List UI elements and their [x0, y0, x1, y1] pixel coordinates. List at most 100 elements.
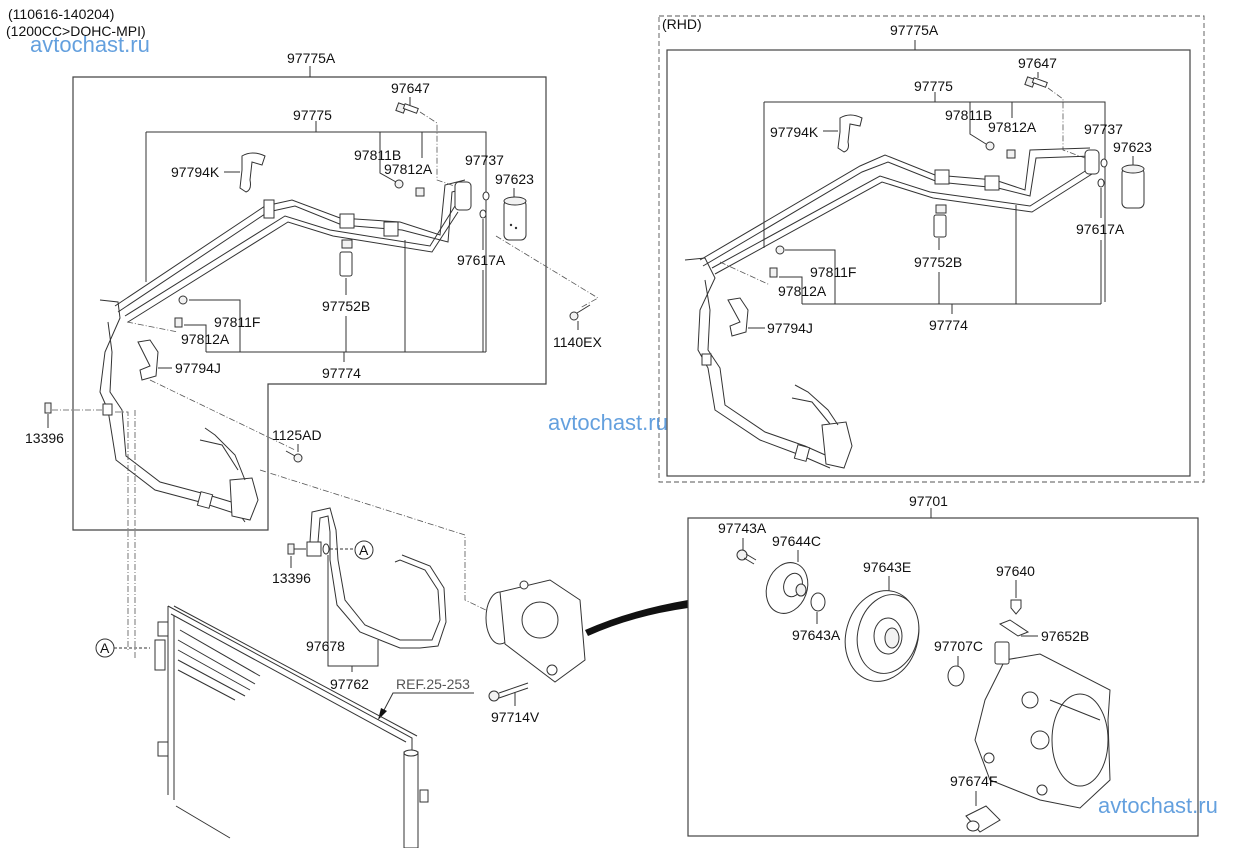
fitting-icon-97812A-low-rhd: [769, 267, 778, 278]
fitting-icon-97812A: [415, 187, 425, 197]
label-1125AD[interactable]: 1125AD: [272, 427, 322, 443]
label-97743A[interactable]: 97743A: [718, 520, 767, 536]
label-97794K[interactable]: 97794K: [171, 164, 220, 180]
middle-hose-group: 13396 A 97678 97762 REF.25-253: [272, 507, 688, 725]
assembly-box-97775A-rhd: [666, 49, 1191, 477]
label-97794J[interactable]: 97794J: [175, 360, 221, 376]
left-hose-group: 97775A 97775 97647 97811B 97812A 97737 9…: [25, 50, 602, 660]
watermark-bottom-right: avtochast.ru: [1098, 793, 1218, 818]
label-13396-a[interactable]: 13396: [25, 430, 64, 446]
label-97617A-rhd[interactable]: 97617A: [1076, 221, 1125, 237]
label-97811F[interactable]: 97811F: [214, 314, 260, 330]
receiver-drier-icon: [503, 196, 527, 241]
bolt-icon-97647-rhd: [1024, 76, 1048, 88]
label-97623-rhd[interactable]: 97623: [1113, 139, 1152, 155]
label-97643E[interactable]: 97643E: [863, 559, 911, 575]
label-97762[interactable]: 97762: [330, 676, 369, 692]
bolt-icon-1125AD: [285, 450, 303, 463]
shaft-seal-icon-97707C: [947, 665, 965, 687]
bracket-icon-97652B: [998, 619, 1030, 637]
bolt-icon-1140EX: [569, 304, 591, 321]
pressure-switch-icon-97752B: [339, 239, 353, 277]
label-97714V[interactable]: 97714V: [491, 709, 540, 725]
discharge-hose-icon: [99, 299, 259, 523]
clutch-hub-icon: [765, 562, 809, 614]
suction-hose-icon: [306, 507, 447, 649]
label-97812A-top-rhd[interactable]: 97812A: [988, 119, 1037, 135]
nut-icon-97811F-rhd: [775, 245, 785, 255]
plug-icon-13396-a: [44, 402, 52, 414]
discharge-hose-icon-rhd: [684, 257, 853, 469]
label-97794J-rhd[interactable]: 97794J: [767, 320, 813, 336]
label-97644C[interactable]: 97644C: [772, 533, 821, 549]
rhd-hose-group: (RHD) 97775A 97775 97647 97811B 97812A 9…: [658, 15, 1205, 483]
o-ring-icon-97737: [482, 191, 490, 201]
engine-label: (1200CC>DOHC-MPI): [6, 23, 146, 39]
label-97775-rhd[interactable]: 97775: [914, 78, 953, 94]
screw-icon-97640: [1010, 599, 1022, 615]
assembly-box-97701: [687, 517, 1199, 837]
label-97647[interactable]: 97647: [391, 80, 430, 96]
watermark-top-left: avtochast.ru: [30, 32, 150, 57]
condenser-group: A: [95, 605, 429, 848]
label-97775A[interactable]: 97775A: [287, 50, 336, 66]
bracket-icon-97794J-rhd: [727, 297, 749, 337]
label-13396-b[interactable]: 13396: [272, 570, 311, 586]
label-97707C[interactable]: 97707C: [934, 638, 983, 654]
block-fitting-icon: [454, 181, 472, 211]
callout-arrow-icon: [585, 600, 688, 636]
bracket-97775-rhd: [763, 101, 1106, 302]
fitting-icon-97812A-rhd: [1006, 149, 1016, 159]
label-97774[interactable]: 97774: [322, 365, 361, 381]
label-97678[interactable]: 97678: [306, 638, 345, 654]
label-97701[interactable]: 97701: [909, 493, 948, 509]
label-97774-rhd[interactable]: 97774: [929, 317, 968, 333]
condenser-icon: [154, 605, 429, 848]
date-range-label: (110616-140204): [8, 6, 114, 22]
label-97811F-rhd[interactable]: 97811F: [810, 264, 856, 280]
label-97623[interactable]: 97623: [495, 171, 534, 187]
condenser-connector-a-label: A: [100, 640, 110, 656]
label-97811B[interactable]: 97811B: [354, 147, 401, 163]
assembly-box-97775A: [72, 76, 547, 531]
o-ring-icon-97617A: [479, 209, 487, 219]
o-ring-icon-97737-rhd: [1100, 158, 1108, 168]
label-97640[interactable]: 97640: [996, 563, 1035, 579]
label-97752B[interactable]: 97752B: [322, 298, 370, 314]
compressor-icon: [485, 579, 586, 683]
label-97812A-top[interactable]: 97812A: [384, 161, 433, 177]
pulley-icon: [844, 590, 920, 682]
plug-icon-13396-b: [287, 543, 295, 555]
fitting-icon-97812A-low: [174, 317, 183, 328]
watermark-center: avtochast.ru: [548, 410, 668, 435]
label-97775A-rhd[interactable]: 97775A: [890, 22, 939, 38]
label-97812A-low-rhd[interactable]: 97812A: [778, 283, 827, 299]
label-97652B[interactable]: 97652B: [1041, 628, 1089, 644]
label-97647-rhd[interactable]: 97647: [1018, 55, 1057, 71]
ac-hose-icon: [114, 179, 472, 323]
label-97752B-rhd[interactable]: 97752B: [914, 254, 962, 270]
clamp-icon-97794K: [239, 152, 266, 193]
connector-a-marker[interactable]: [354, 540, 374, 560]
label-ref-25-253[interactable]: REF.25-253: [396, 676, 470, 692]
compressor-parts-group: 97701 97743A 97644C 97643A 97643E 97707C: [687, 493, 1218, 837]
arrow-icon: [378, 708, 387, 720]
rhd-dashed-frame: [658, 15, 1205, 483]
label-97775[interactable]: 97775: [293, 107, 332, 123]
label-97617A[interactable]: 97617A: [457, 252, 506, 268]
label-97674F[interactable]: 97674F: [950, 773, 997, 789]
o-ring-icon-97617A-rhd: [1097, 178, 1105, 188]
label-97812A-low[interactable]: 97812A: [181, 331, 230, 347]
receiver-drier-icon-rhd: [1121, 164, 1145, 209]
label-97737[interactable]: 97737: [465, 152, 504, 168]
bracket-97775: [145, 131, 487, 352]
label-1140EX[interactable]: 1140EX: [553, 334, 602, 350]
label-97794K-rhd[interactable]: 97794K: [770, 124, 819, 140]
label-97737-rhd[interactable]: 97737: [1084, 121, 1123, 137]
snap-ring-icon-97643A: [810, 592, 826, 612]
label-97643A[interactable]: 97643A: [792, 627, 841, 643]
bolt-icon-97714V: [488, 682, 529, 702]
nut-icon-97811B: [394, 179, 404, 189]
label-97811B-rhd[interactable]: 97811B: [945, 107, 992, 123]
compressor-body-icon: [974, 641, 1111, 809]
